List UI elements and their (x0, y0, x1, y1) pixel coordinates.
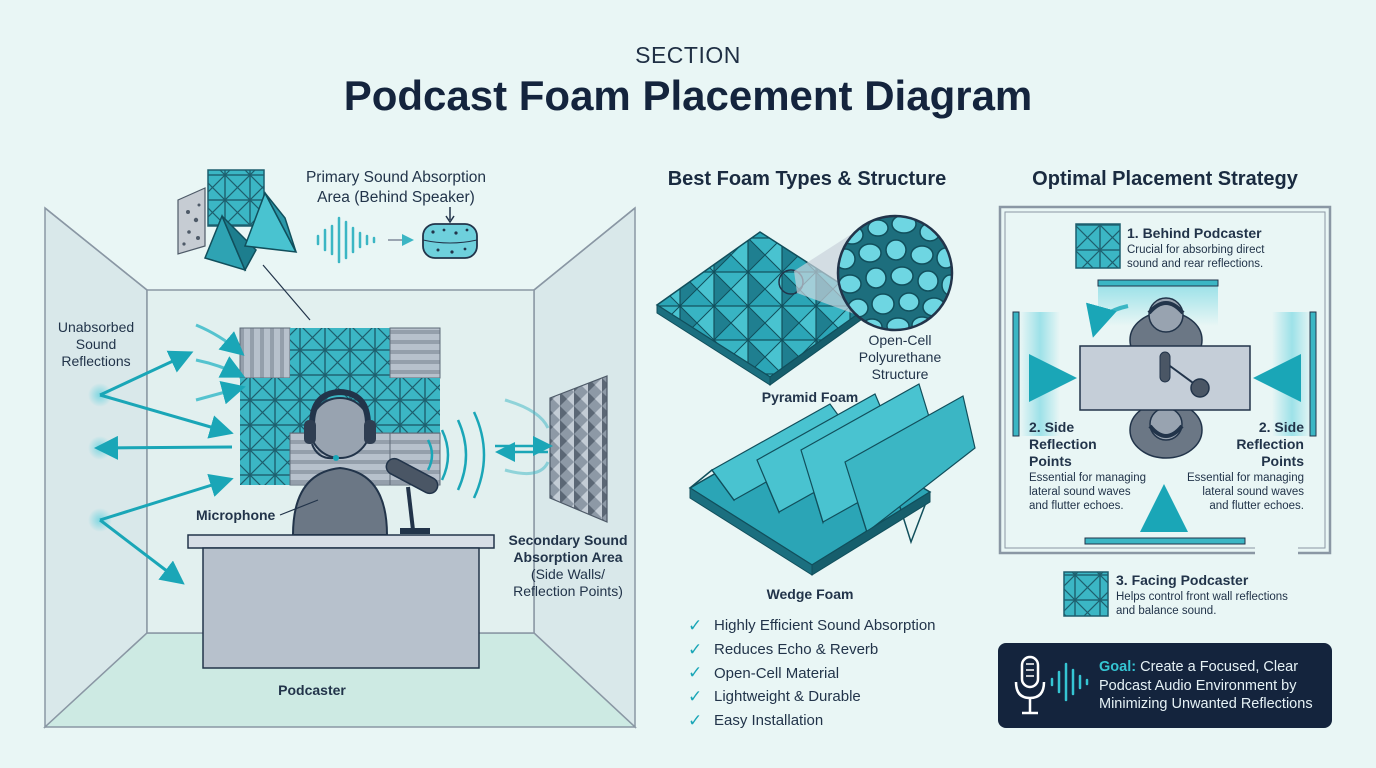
checkmark-icon: ✓ (688, 639, 703, 659)
checkmark-icon: ✓ (688, 663, 703, 683)
microphone-icon (385, 457, 439, 534)
foam-types-heading: Best Foam Types & Structure (667, 168, 947, 190)
pyramid-foam-label: Pyramid Foam (761, 389, 859, 405)
side-reflection-note-right: 2. Side Reflection Points Essential for … (1187, 419, 1304, 512)
section-label: SECTION (635, 42, 741, 68)
list-item: ✓Reduces Echo & Reverb (688, 639, 879, 659)
open-cell-label: Open-Cell Polyurethane Structure (858, 332, 942, 382)
sponge-icon (422, 223, 478, 259)
primary-absorption-label: Primary Sound Absorption Area (Behind Sp… (305, 169, 487, 206)
microphone-label: Microphone (196, 507, 276, 523)
goal-sound-wave-icon (1050, 662, 1089, 702)
list-item: ✓Open-Cell Material (688, 663, 840, 683)
goal-statement: Goal: Create a Focused, Clear Podcast Au… (1099, 659, 1313, 712)
sound-wave-icon (316, 216, 376, 264)
checkmark-icon: ✓ (688, 615, 703, 635)
list-item: ✓Easy Installation (688, 710, 824, 730)
strategy-heading: Optimal Placement Strategy (1032, 168, 1298, 190)
page-title: Podcast Foam Placement Diagram (343, 72, 1033, 119)
secondary-absorption-label: Secondary Sound Absorption Area (Side Wa… (508, 532, 628, 599)
checkmark-icon: ✓ (688, 710, 703, 730)
podcast-mic-icon (998, 643, 1332, 728)
placement-floorplan (998, 205, 1332, 617)
wedge-foam-label: Wedge Foam (766, 586, 854, 602)
facing-podcaster-note: 3. Facing Podcaster Helps control front … (1116, 572, 1288, 617)
checkmark-icon: ✓ (688, 686, 703, 706)
list-item: ✓Highly Efficient Sound Absorption (688, 615, 936, 635)
wedge-foam-illustration (688, 383, 976, 576)
open-cell-structure (836, 214, 954, 332)
podcaster-label: Podcaster (278, 682, 346, 698)
reflections-label: Unabsorbed Sound Reflections (57, 319, 135, 369)
side-reflection-note-left: 2. Side Reflection Points Essential for … (1029, 419, 1146, 512)
room-illustration (43, 206, 637, 729)
behind-podcaster-note: 1. Behind Podcaster Crucial for absorbin… (1127, 225, 1265, 270)
foam-samples (177, 169, 298, 272)
list-item: ✓Lightweight & Durable (688, 686, 861, 706)
benefits-list: ✓Highly Efficient Sound Absorption ✓Redu… (688, 614, 936, 732)
